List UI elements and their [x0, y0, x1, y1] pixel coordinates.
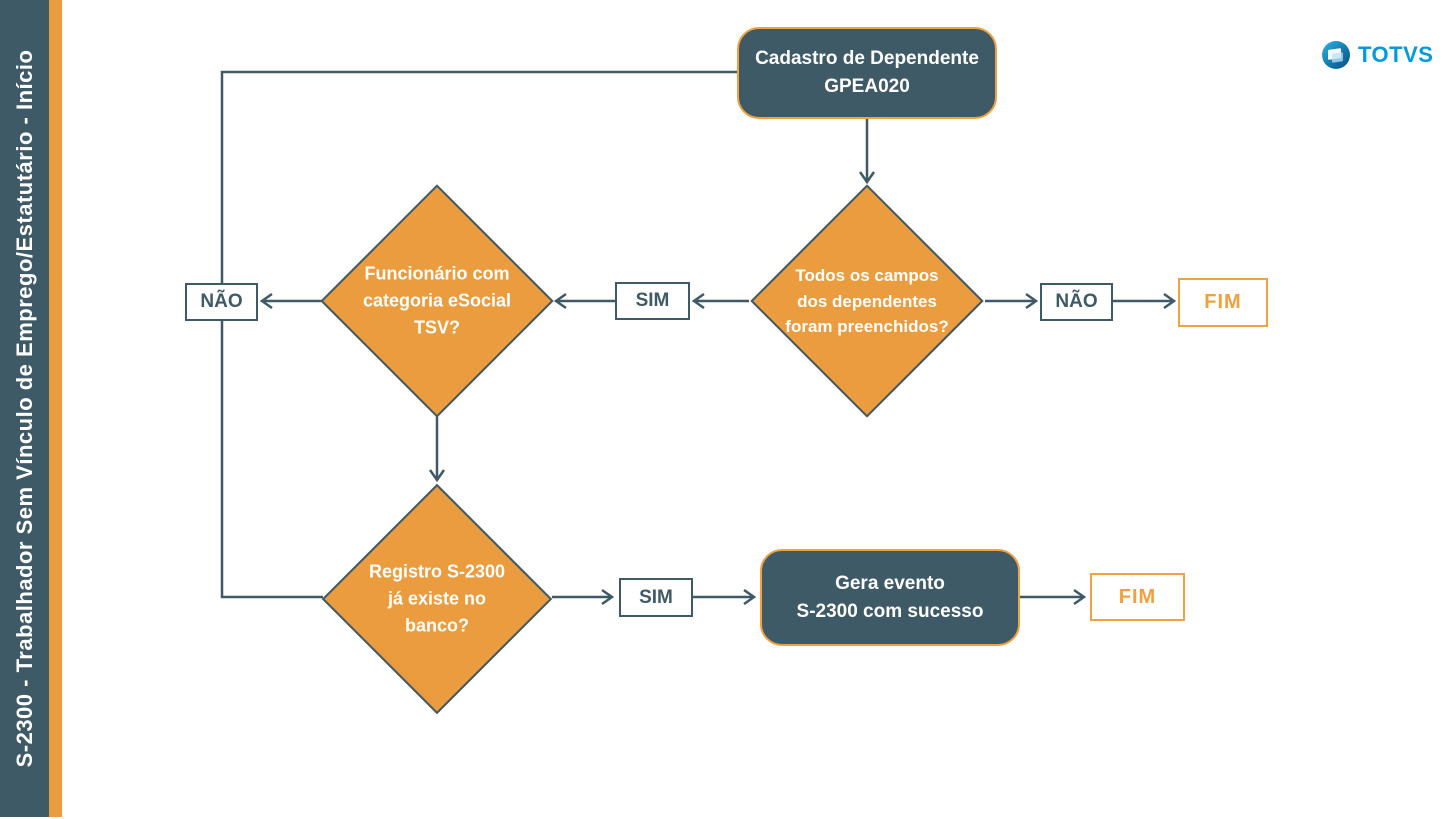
node-decision-categoria-tsv: Funcionário com categoria eSocial TSV? [320, 184, 554, 418]
node-gera-evento: Gera evento S-2300 com sucesso [760, 549, 1020, 646]
node-fim-right: FIM [1178, 278, 1268, 327]
node-decision-registro-existe: Registro S-2300 já existe no banco? [320, 482, 554, 716]
start-box-line2: GPEA020 [824, 76, 910, 97]
label-nao-right: NÃO [1040, 283, 1113, 321]
start-box-line1: Cadastro de Dependente [755, 48, 979, 70]
label-sim-bottom: SIM [619, 578, 693, 617]
gera-evento-line1: Gera evento [835, 572, 945, 594]
decision-campos-text: Todos os campos dos dependentes foram pr… [785, 265, 949, 336]
node-fim-bottom: FIM [1090, 573, 1185, 621]
connector-loop-left [220, 70, 737, 599]
decision-registro-text: Registro S-2300 já existe no banco? [368, 561, 506, 636]
decision-categoria-text: Funcionário com categoria eSocial TSV? [362, 263, 512, 338]
gera-evento-line2: S-2300 com sucesso [796, 600, 984, 622]
label-sim-mid: SIM [615, 282, 690, 320]
sidebar-accent-stripe [49, 0, 62, 817]
sidebar-bar [0, 0, 49, 817]
totvs-logo: TOTVS [1322, 38, 1442, 72]
label-nao-left: NÃO [185, 283, 258, 321]
totvs-logo-icon [1322, 41, 1350, 69]
node-decision-campos-preenchidos: Todos os campos dos dependentes foram pr… [750, 184, 984, 418]
totvs-logo-text: TOTVS [1358, 42, 1434, 67]
node-start-cadastro-dependente: Cadastro de Dependente GPEA020 [737, 27, 997, 119]
